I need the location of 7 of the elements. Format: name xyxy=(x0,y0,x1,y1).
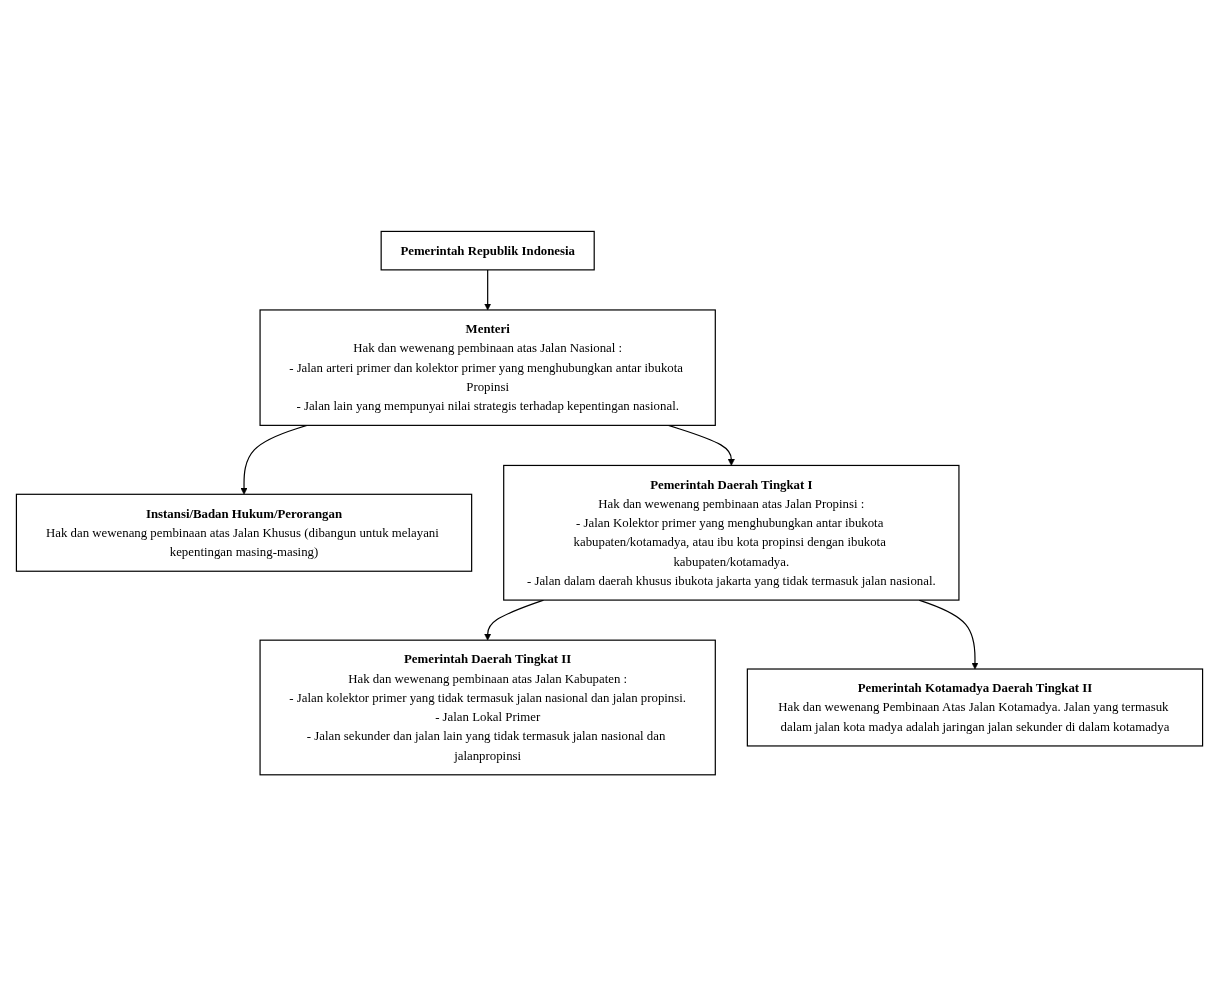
node-box: Menteri Hak dan wewenang pembinaan atas Jalan Nasional : - Jalan arteri primer dan kolektor primer yang menghubungkan antar ibukota Propinsi - Jalan lain yang mempunyai nilai strategis terhadap kepentingan nasional. xyxy=(259,309,716,427)
node-box: Instansi/Badan Hukum/Perorangan Hak dan wewenang pembinaan atas Jalan Khusus (dibangun untuk melayani kepentingan masing-masing) xyxy=(15,494,473,573)
node-box: Pemerintah Republik Indonesia xyxy=(380,231,595,271)
arrow xyxy=(484,269,492,311)
node-box: Pemerintah Daerah Tingkat II Hak dan wewenang pembinaan atas Jalan Kabupaten : - Jalan kolektor primer yang tidak termasuk jalan nasional dan jalan propinsi. - Jalan Lokal Primer - Jalan sekunder dan jalan lain yang tidak termasuk jalan nasional dan jalanpropinsi xyxy=(259,639,716,776)
node-box: Pemerintah Kotamadya Daerah Tingkat II Hak dan wewenang Pembinaan Atas Jalan Kotamadya. Jalan yang termasuk dalam jalan kota madya adalah jaringan jalan sekunder di dalam kotamadya xyxy=(746,668,1204,747)
node-box: Pemerintah Daerah Tingkat I Hak dan wewenang pembinaan atas Jalan Propinsi : - Jalan Kolektor primer yang menghubungkan antar ibukota kabupaten/kotamadya, atau ibu kota propinsi dengan ibukota kabupaten/kotamadya. - Jalan dalam daerah khusus ibukota jakarta yang tidak termasuk jalan nasional. xyxy=(503,465,960,602)
